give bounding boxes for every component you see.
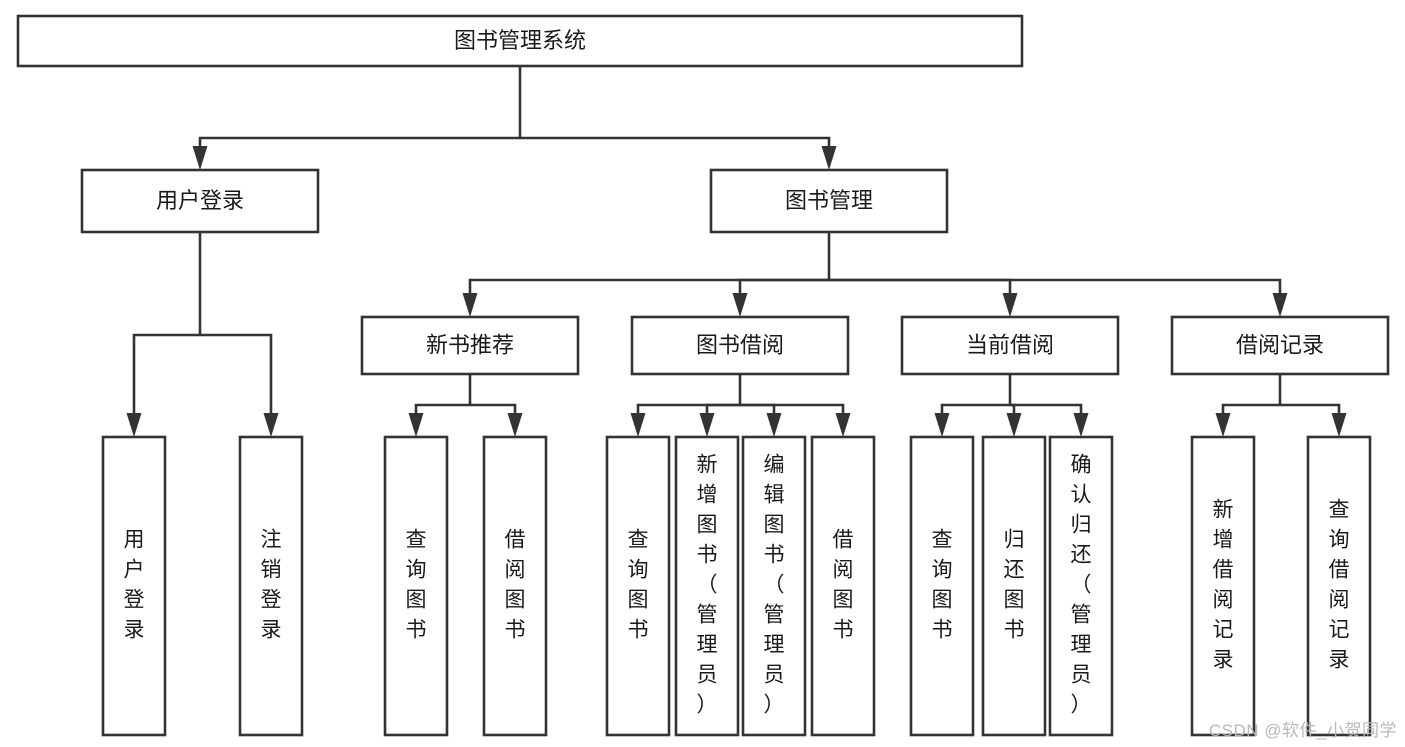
node-leaf-query-book-borrow[interactable]: 查询图书 [605, 435, 671, 737]
node-leaf-add-book[interactable]: 新增图书（管理员） [674, 435, 740, 737]
conn-ul-to-leaf1 [132, 333, 200, 429]
node-leaf-edit-book[interactable]: 编辑图书（管理员） [741, 435, 807, 737]
node-label-user-login: 用户登录 [156, 188, 244, 213]
node-box-user-login [80, 168, 320, 234]
node-box-leaf-edit-book [741, 435, 807, 737]
arrow-current-borrow [1002, 293, 1018, 317]
arrow-leaf-edit-book [766, 413, 782, 437]
node-leaf-user-login[interactable]: 用户登录 [101, 435, 167, 737]
node-box-leaf-add-book [674, 435, 740, 737]
arrow-book-borrow [732, 293, 748, 317]
conn-bb-to-leaf4 [740, 403, 845, 429]
node-label-leaf-borrow-book-recommend: 借阅图书 [505, 529, 526, 642]
conn-bm-to-borrow-record [829, 278, 1282, 309]
node-label-leaf-user-login: 用户登录 [124, 529, 145, 642]
conn-ul-to-leaf2 [200, 333, 273, 429]
conn-bb-to-leaf1 [636, 403, 740, 429]
node-label-leaf-add-borrow-record: 新增借阅记录 [1213, 499, 1234, 672]
conn-nbr-to-leaf2 [470, 403, 517, 429]
arrow-leaf-add-book [699, 413, 715, 437]
node-box-book-management [709, 168, 949, 234]
arrow-leaf-user-logout [263, 413, 279, 437]
arrow-leaf-user-login [126, 413, 142, 437]
node-box-leaf-return-book [981, 435, 1047, 737]
arrow-leaf-query-book-borrow [630, 413, 646, 437]
node-label-leaf-query-book-borrow: 查询图书 [628, 529, 649, 642]
node-box-new-book-recommend [360, 315, 580, 376]
node-book-management[interactable]: 图书管理 [709, 168, 949, 234]
node-leaf-add-borrow-record[interactable]: 新增借阅记录 [1190, 435, 1256, 737]
conn-cb-to-leaf1 [940, 403, 1010, 429]
arrow-book-management [821, 146, 837, 170]
node-box-leaf-confirm-return [1048, 435, 1114, 737]
node-box-book-borrow [630, 315, 850, 376]
node-label-leaf-edit-book: 编辑图书（管理员） [764, 454, 785, 717]
conn-cb-to-leaf3 [1010, 403, 1083, 429]
conn-bm-to-new-book [468, 278, 829, 309]
node-label-new-book-recommend: 新书推荐 [426, 332, 514, 357]
node-box-leaf-add-borrow-record [1190, 435, 1256, 737]
node-box-leaf-query-book-current [909, 435, 975, 737]
node-leaf-borrow-book-recommend[interactable]: 借阅图书 [482, 435, 548, 737]
node-current-borrow[interactable]: 当前借阅 [900, 315, 1120, 376]
conn-root-to-user-login [198, 136, 520, 162]
node-book-borrow[interactable]: 图书借阅 [630, 315, 850, 376]
node-leaf-user-logout[interactable]: 注销登录 [238, 435, 304, 737]
node-label-leaf-confirm-return: 确认归还（管理员） [1071, 454, 1092, 717]
node-leaf-query-book-recommend[interactable]: 查询图书 [383, 435, 449, 737]
arrow-heads-layer [126, 146, 1347, 437]
node-box-leaf-borrow-book [810, 435, 876, 737]
node-label-leaf-add-book: 新增图书（管理员） [697, 454, 718, 717]
node-box-leaf-query-book-borrow [605, 435, 671, 737]
arrow-leaf-query-book-recommend [408, 413, 424, 437]
node-label-leaf-return-book: 归还图书 [1004, 529, 1025, 642]
node-new-book-recommend[interactable]: 新书推荐 [360, 315, 580, 376]
node-label-root: 图书管理系统 [454, 28, 586, 53]
node-box-root [16, 14, 1024, 68]
arrow-new-book-recommend [462, 293, 478, 317]
node-box-leaf-query-borrow-record [1306, 435, 1372, 737]
node-label-leaf-query-borrow-record: 查询借阅记录 [1329, 499, 1350, 672]
arrow-borrow-record [1272, 293, 1288, 317]
node-label-leaf-user-logout: 注销登录 [261, 529, 282, 642]
node-label-borrow-record: 借阅记录 [1236, 332, 1324, 357]
node-leaf-query-borrow-record[interactable]: 查询借阅记录 [1306, 435, 1372, 737]
arrow-leaf-query-book-current [934, 413, 950, 437]
node-leaf-confirm-return[interactable]: 确认归还（管理员） [1048, 435, 1114, 737]
arrow-leaf-borrow-book-recommend [507, 413, 523, 437]
node-label-current-borrow: 当前借阅 [966, 332, 1054, 357]
node-box-leaf-query-book-recommend [383, 435, 449, 737]
conn-root-to-book-management [520, 136, 831, 162]
node-leaf-borrow-book[interactable]: 借阅图书 [810, 435, 876, 737]
node-root[interactable]: 图书管理系统 [16, 14, 1024, 68]
node-box-borrow-record [1170, 315, 1390, 376]
arrow-leaf-add-borrow-record [1215, 413, 1231, 437]
node-label-leaf-query-book-recommend: 查询图书 [406, 529, 427, 642]
nodes-layer: 图书管理系统用户登录图书管理新书推荐图书借阅当前借阅借阅记录用户登录注销登录查询… [16, 14, 1390, 737]
arrow-leaf-borrow-book [835, 413, 851, 437]
node-box-leaf-user-logout [238, 435, 304, 737]
node-user-login[interactable]: 用户登录 [80, 168, 320, 234]
node-leaf-query-book-current[interactable]: 查询图书 [909, 435, 975, 737]
conn-nbr-to-leaf1 [414, 403, 470, 429]
node-label-leaf-query-book-current: 查询图书 [932, 529, 953, 642]
node-borrow-record[interactable]: 借阅记录 [1170, 315, 1390, 376]
arrow-user-login [192, 146, 208, 170]
arrow-leaf-query-borrow-record [1331, 413, 1347, 437]
node-box-leaf-user-login [101, 435, 167, 737]
conn-bm-to-book-borrow [738, 278, 829, 309]
arrow-leaf-return-book [1006, 413, 1022, 437]
node-label-book-borrow: 图书借阅 [696, 332, 784, 357]
conn-bm-to-current-borrow [829, 278, 1012, 309]
node-label-book-management: 图书管理 [785, 188, 873, 213]
arrow-leaf-confirm-return [1073, 413, 1089, 437]
node-box-current-borrow [900, 315, 1120, 376]
conn-br-to-leaf1 [1221, 403, 1280, 429]
node-label-leaf-borrow-book: 借阅图书 [833, 529, 854, 642]
node-box-leaf-borrow-book-recommend [482, 435, 548, 737]
node-leaf-return-book[interactable]: 归还图书 [981, 435, 1047, 737]
conn-br-to-leaf2 [1280, 403, 1341, 429]
